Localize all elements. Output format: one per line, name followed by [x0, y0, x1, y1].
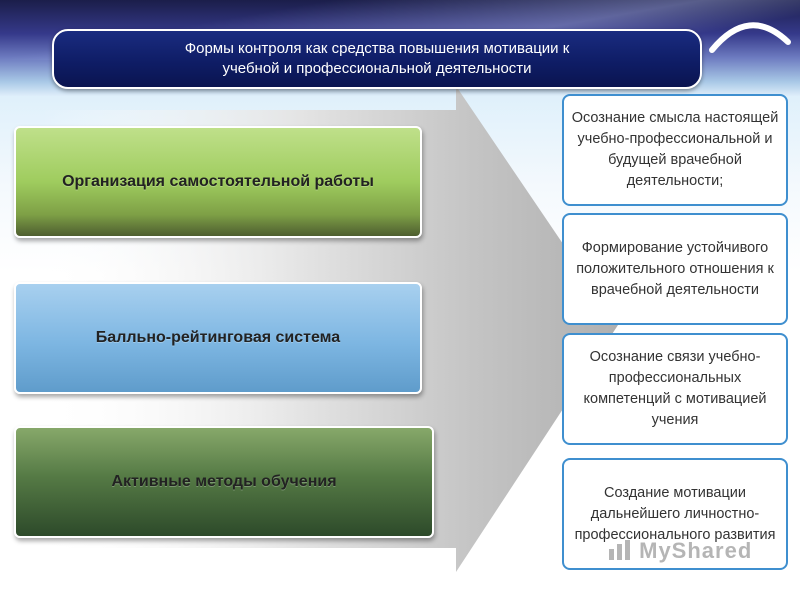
outcome-text: Формирование устойчивого положительного … [576, 239, 774, 298]
outcome-text: Осознание смысла настоящей учебно-профес… [571, 110, 779, 189]
outcome-box-4: Создание мотивации дальнейшего личностно… [562, 458, 788, 570]
left-box-self-study: Организация самостоятельной работы [14, 126, 422, 238]
outcome-box-1: Осознание смысла настоящей учебно-профес… [562, 94, 788, 206]
left-box-rating-system: Балльно-рейтинговая система [14, 282, 422, 394]
left-box-label: Активные методы обучения [111, 473, 337, 490]
watermark-text: MyShared [639, 538, 753, 563]
left-box-active-methods: Активные методы обучения [14, 426, 434, 538]
outcome-box-3: Осознание связи учебно-профессиональных … [562, 333, 788, 445]
arc-logo-icon [709, 22, 791, 53]
watermark-logo: MyShared [608, 538, 752, 564]
outcome-text: Осознание связи учебно-профессиональных … [583, 349, 767, 428]
page-title: Формы контроля как средства повышения мо… [52, 29, 702, 89]
outcome-text: Создание мотивации дальнейшего личностно… [574, 484, 776, 543]
page-title-text: Формы контроля как средства повышения мо… [184, 40, 570, 77]
watermark-icon [609, 540, 630, 560]
outcome-box-2: Формирование устойчивого положительного … [562, 213, 788, 325]
left-box-label: Балльно-рейтинговая система [95, 329, 341, 346]
left-box-label: Организация самостоятельной работы [62, 173, 374, 190]
